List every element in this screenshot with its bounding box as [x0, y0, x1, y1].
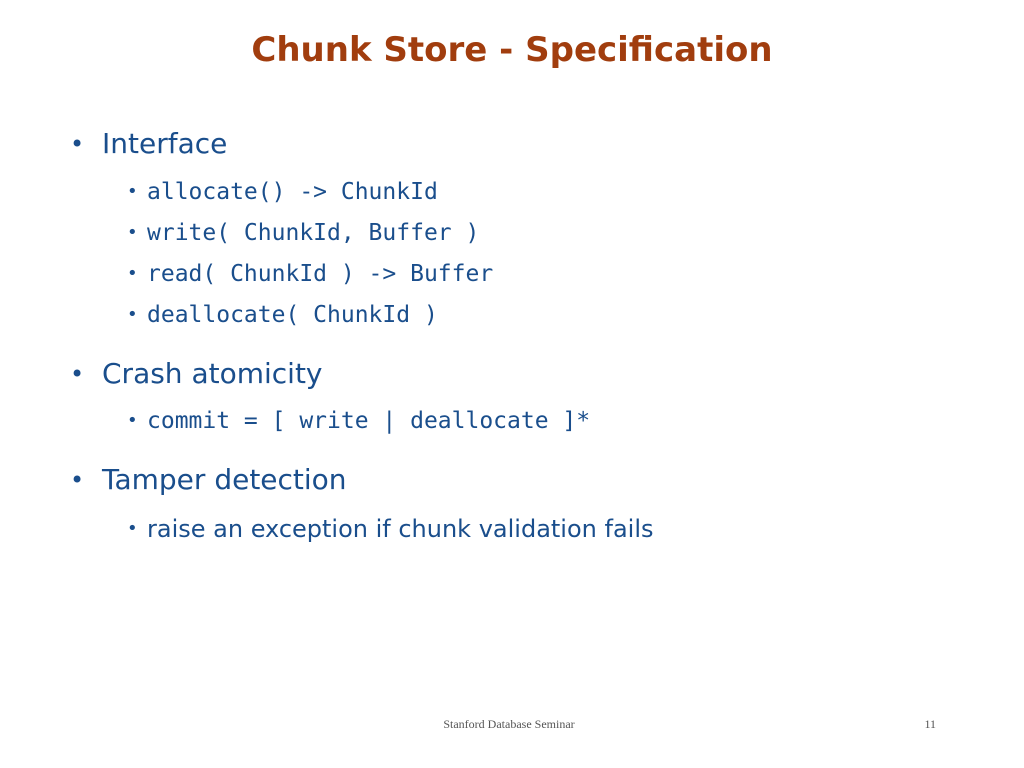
sub-bullet-text: commit = [ write | deallocate ]* [147, 408, 591, 434]
sub-bullet-text: allocate() -> ChunkId [147, 179, 438, 205]
page-number: 11 [924, 717, 936, 731]
sub-bullet-icon: • [127, 518, 138, 539]
sub-bullet-icon: • [127, 181, 138, 202]
bullet-icon: • [70, 466, 85, 494]
slide-title: Chunk Store - Specification [251, 30, 773, 70]
sub-bullet-text: write( ChunkId, Buffer ) [147, 220, 480, 246]
sub-bullet-icon: • [127, 222, 138, 243]
sub-bullet-icon: • [127, 410, 138, 431]
bullet-heading: Tamper detection [102, 463, 347, 496]
bullet-icon: • [70, 130, 85, 158]
sub-bullet-text: deallocate( ChunkId ) [147, 302, 438, 328]
bullet-heading: Interface [102, 127, 228, 160]
bullet-icon: • [70, 360, 85, 388]
sub-bullet-icon: • [127, 263, 138, 284]
sub-bullet-text: read( ChunkId ) -> Buffer [147, 261, 494, 287]
sub-bullet-icon: • [127, 304, 138, 325]
bullet-heading: Crash atomicity [102, 357, 323, 390]
sub-bullet-text: raise an exception if chunk validation f… [147, 515, 654, 543]
footer-text: Stanford Database Seminar [443, 717, 575, 731]
